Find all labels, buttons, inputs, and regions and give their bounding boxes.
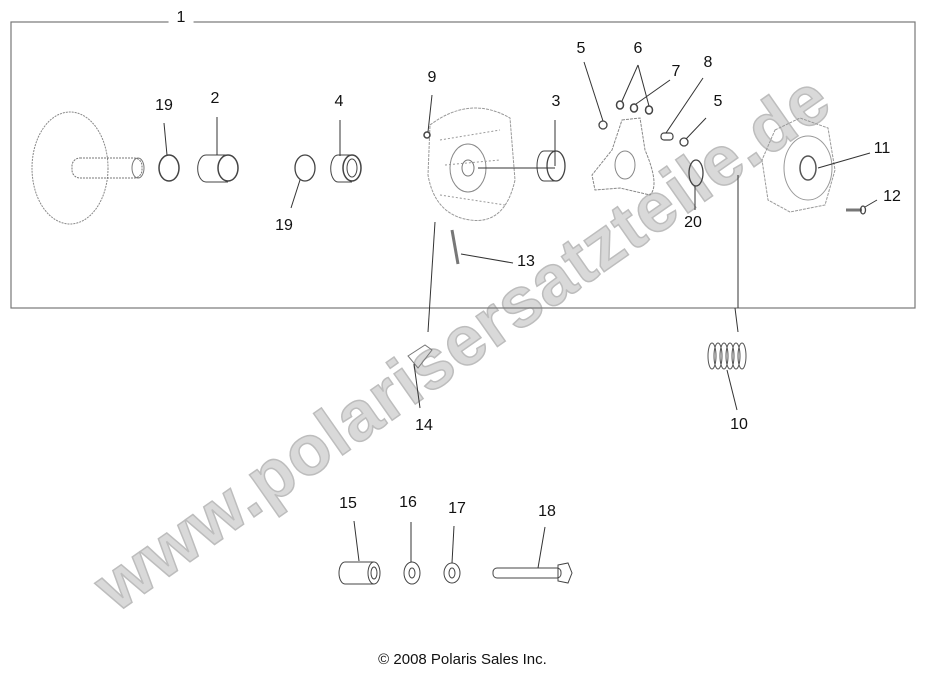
callout-14: 14	[415, 417, 433, 434]
washer-6a	[615, 100, 625, 110]
sheave-part	[31, 111, 145, 225]
washer-7	[629, 103, 639, 113]
cover-part	[761, 117, 836, 213]
bushing-2	[197, 154, 239, 183]
bushing-3	[536, 150, 566, 182]
spring-10	[707, 342, 747, 370]
callout-6: 6	[633, 40, 643, 57]
callout-12: 12	[883, 188, 901, 205]
callout-10: 10	[730, 416, 748, 433]
assembly-frame	[10, 21, 916, 309]
weight-14	[407, 344, 433, 369]
callout-2: 2	[210, 90, 220, 107]
bushing-20	[688, 159, 704, 187]
button-5b	[679, 137, 689, 147]
callout-5: 5	[713, 93, 723, 110]
leader-lines	[163, 61, 878, 569]
bushing-15	[338, 561, 381, 585]
callout-16: 16	[399, 494, 417, 511]
button-5a	[598, 120, 608, 130]
ring-19b	[294, 154, 316, 182]
callout-20: 20	[684, 214, 702, 231]
bearing-4	[330, 154, 362, 183]
callout-19: 19	[155, 97, 173, 114]
copyright-footer: © 2008 Polaris Sales Inc.	[378, 651, 547, 668]
callout-8: 8	[703, 54, 713, 71]
callout-17: 17	[448, 500, 466, 517]
callout-11: 11	[873, 140, 891, 157]
spider-part	[591, 117, 655, 196]
callout-9: 9	[427, 69, 437, 86]
washer-6b	[644, 105, 654, 115]
callout-5: 5	[576, 40, 586, 57]
callout-15: 15	[339, 495, 357, 512]
callout-4: 4	[334, 93, 344, 110]
callout-18: 18	[538, 503, 556, 520]
pin-8	[660, 132, 674, 141]
ring-19a	[158, 154, 180, 182]
screw-9	[423, 131, 431, 139]
callout-3: 3	[551, 93, 561, 110]
washer-17	[443, 562, 461, 584]
bolt-18	[492, 562, 573, 584]
callout-1: 1	[168, 10, 194, 26]
callout-7: 7	[671, 63, 681, 80]
callout-19: 19	[275, 217, 293, 234]
housing-part	[427, 107, 516, 221]
washer-16	[403, 561, 421, 585]
pin-13	[450, 229, 460, 265]
callout-13: 13	[517, 253, 535, 270]
